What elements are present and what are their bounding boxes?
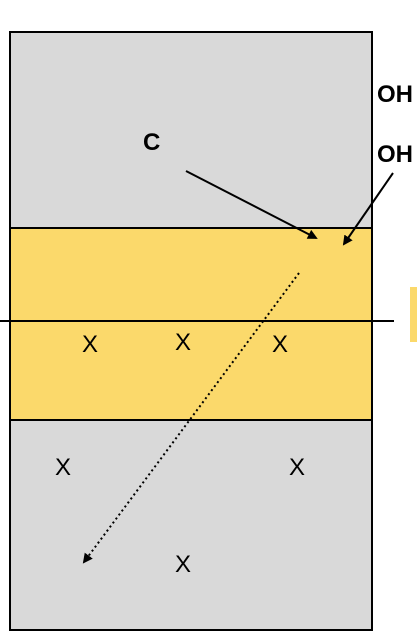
defender-marker: X xyxy=(82,331,98,358)
setter-label: C xyxy=(143,129,160,156)
defender-marker: X xyxy=(272,331,288,358)
front-zone xyxy=(9,227,373,421)
setter-arrow xyxy=(185,170,318,239)
outside-hitter-arrow xyxy=(342,172,394,246)
outside-hitter-label-1: OH xyxy=(377,81,413,108)
side-marker xyxy=(410,287,417,342)
attack-path-arrow xyxy=(82,272,300,564)
defender-marker: X xyxy=(289,454,305,481)
defender-marker: X xyxy=(175,551,191,578)
back-zone-bottom xyxy=(9,419,373,631)
defender-marker: X xyxy=(55,454,71,481)
back-zone-top xyxy=(9,31,373,229)
defender-marker: X xyxy=(175,329,191,356)
outside-hitter-label-2: OH xyxy=(377,141,413,168)
